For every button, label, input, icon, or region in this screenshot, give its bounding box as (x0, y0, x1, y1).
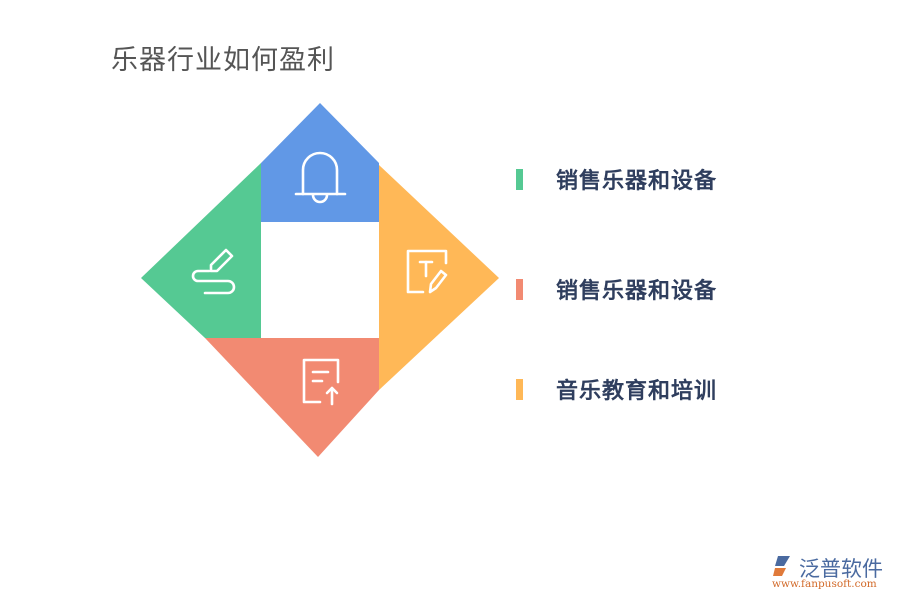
pen-signature-icon (191, 248, 236, 295)
legend-label: 销售乐器和设备 (556, 278, 718, 304)
legend-item: 销售乐器和设备 (516, 167, 717, 194)
watermark-logo: 泛普软件 www.fanpusoft.com (772, 553, 894, 593)
segment-bottom (205, 338, 379, 457)
segment-top (261, 103, 379, 222)
segment-left (141, 163, 261, 338)
legend-label: 音乐教育和培训 (556, 378, 718, 404)
watermark-name: 泛普软件 (799, 557, 883, 581)
legend-label: 销售乐器和设备 (556, 168, 718, 194)
legend-color-bar (516, 278, 523, 300)
bell-icon (294, 151, 347, 204)
page-title: 乐器行业如何盈利 (111, 45, 335, 76)
legend-item: 销售乐器和设备 (516, 277, 717, 304)
legend-item: 音乐教育和培训 (516, 377, 717, 404)
document-upload-icon (302, 358, 340, 406)
legend-color-bar (516, 378, 523, 400)
watermark-url: www.fanpusoft.com (772, 578, 877, 590)
segment-right (379, 165, 499, 390)
center-square (261, 222, 379, 338)
text-edit-icon (406, 249, 448, 294)
fanpu-logo-icon (773, 556, 790, 576)
legend-color-bar (516, 168, 523, 190)
